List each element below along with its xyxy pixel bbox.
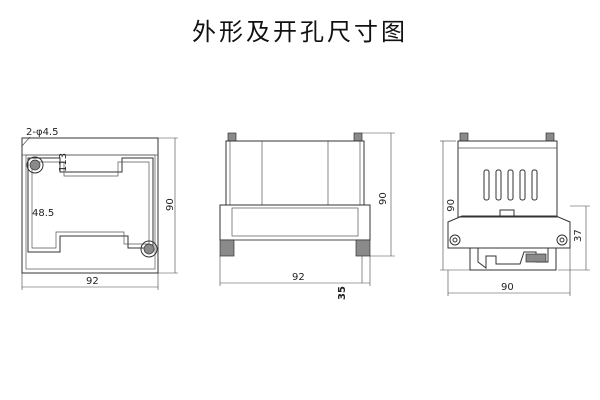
end-terminal-left [459, 132, 469, 142]
inner-width-label: 48.5 [32, 208, 54, 219]
vent-slot [483, 169, 490, 201]
vent-slot [519, 169, 526, 201]
din-rail-latch [525, 253, 547, 263]
side-foot-right [355, 239, 371, 257]
end-mounting-flange [447, 215, 571, 249]
vent-slot [531, 169, 538, 201]
front-outer-outline [21, 137, 159, 274]
mount-hole-top-left-core [29, 159, 41, 171]
front-mounting-plate [27, 157, 154, 253]
mount-hole-bottom-right-core [143, 243, 155, 255]
hole-spec-label: 2-φ4.5 [26, 127, 58, 138]
side-base [219, 204, 371, 241]
vent-slot [495, 169, 502, 201]
side-view: 90 92 35 [219, 132, 395, 300]
inner-height-label: 113 [58, 153, 69, 172]
hole-leader [21, 136, 31, 147]
end-terminal-right [545, 132, 555, 142]
side-base-inner [231, 207, 359, 237]
front-mounting-plate-inner [31, 161, 150, 249]
side-terminal-left [227, 132, 237, 142]
end-flange-hole-left-core [452, 237, 458, 243]
drawing-title: 外形及开孔尺寸图 [192, 18, 408, 46]
front-view: 2-φ4.5 113 48.5 90 92 [21, 127, 178, 290]
end-width-label: 90 [501, 282, 514, 293]
end-small-tab [499, 209, 515, 218]
din-rail-clip [469, 247, 557, 271]
vent-slots [483, 169, 538, 201]
mount-hole-bottom-right [140, 240, 158, 258]
end-flange-hole-left [449, 234, 461, 246]
front-width-label: 92 [86, 276, 99, 287]
end-flange-hole-right-core [559, 237, 565, 243]
end-rail-height-label: 37 [573, 229, 584, 242]
end-height-label: 06 [444, 199, 455, 212]
end-flange-hole-right [556, 234, 568, 246]
vent-slot [507, 169, 514, 201]
front-height-label: 90 [165, 198, 176, 211]
side-height-label: 90 [378, 192, 389, 205]
side-upper-body [225, 140, 365, 206]
end-view: 06 37 90 [440, 132, 590, 296]
mount-hole-top-left [26, 156, 44, 174]
side-foot-left [219, 239, 235, 257]
side-depth-label: 35 [337, 286, 348, 300]
side-width-label: 92 [292, 272, 305, 283]
side-terminal-right [353, 132, 363, 142]
